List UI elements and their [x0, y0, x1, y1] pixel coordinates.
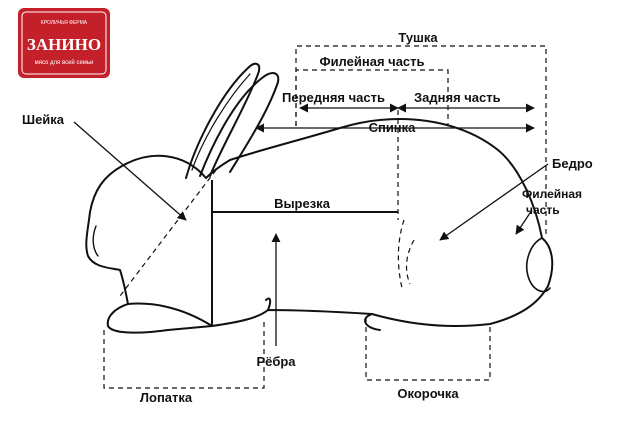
logo-tagline: мясо для всей семьи — [35, 59, 94, 66]
rabbit-back-ear — [199, 72, 280, 177]
label-carcass: Тушка — [398, 30, 438, 45]
label-front-part: Передняя часть — [282, 90, 385, 105]
rabbit-body-contour — [85, 118, 554, 334]
thigh-arrow — [439, 163, 549, 241]
leg-box — [365, 318, 491, 381]
rabbit-face-line — [92, 225, 99, 257]
logo-top-text: КРОЛИЧЬЯ ФЕРМА — [41, 20, 88, 26]
solid-lines — [211, 180, 398, 326]
rabbit-outline — [85, 62, 554, 334]
leg-inner-line — [405, 239, 415, 285]
cut-lines — [103, 45, 547, 389]
label-back: Спинка — [369, 120, 417, 135]
logo-border — [21, 11, 107, 75]
rabbit-tail — [526, 237, 551, 293]
logo-brand-name: ЗАНИНО — [27, 35, 101, 54]
logo-badge — [18, 8, 110, 78]
label-tenderloin: Вырезка — [274, 196, 331, 211]
fillet-bracket — [295, 69, 449, 126]
rabbit-front-ear — [185, 62, 261, 179]
rabbit-front-leg — [127, 302, 213, 327]
fillet-rear-arrow — [515, 209, 533, 235]
rabbit-belly — [265, 297, 272, 311]
shoulder-box — [103, 318, 265, 389]
label-ribs: Рёбра — [256, 354, 296, 369]
thigh-cut-line — [397, 219, 405, 289]
neck-cut-line — [119, 169, 217, 297]
brand-logo: КРОЛИЧЬЯ ФЕРМА ЗАНИНО мясо для всей семь… — [18, 8, 110, 78]
label-fillet-rear-line2: часть — [526, 203, 560, 217]
label-shoulder: Лопатка — [140, 390, 193, 405]
label-neck: Шейка — [22, 112, 65, 127]
rabbit-ear-inner — [191, 73, 251, 171]
label-thigh: Бедро — [552, 156, 593, 171]
carcass-bracket — [295, 45, 547, 238]
label-fillet-rear-line1: Филейная — [522, 187, 582, 201]
arrows — [73, 103, 549, 346]
label-rear-part: Задняя часть — [414, 90, 501, 105]
label-leg: Окорочка — [397, 386, 459, 401]
neck-arrow — [73, 121, 187, 221]
labels: Тушка Филейная часть Передняя часть Задн… — [22, 30, 593, 405]
label-fillet-part: Филейная часть — [319, 54, 424, 69]
